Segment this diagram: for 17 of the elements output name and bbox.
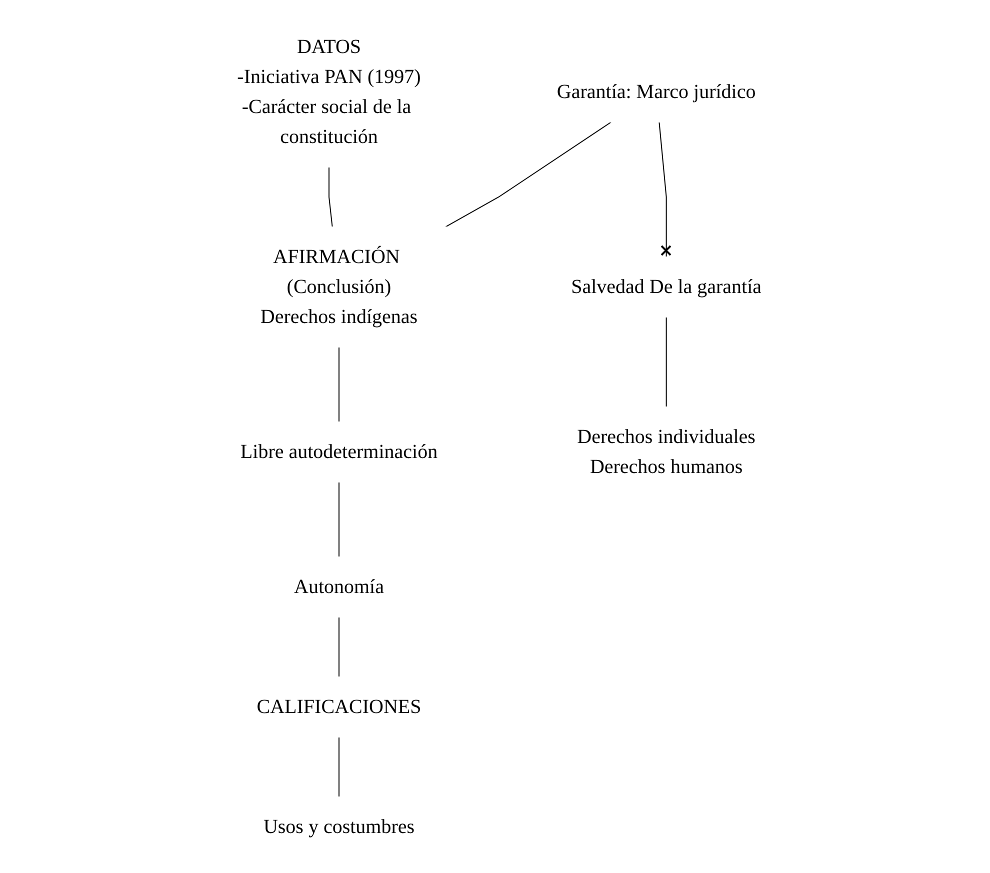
node-text: Garantía: Marco jurídico bbox=[556, 80, 756, 102]
node-text: Usos y costumbres bbox=[263, 815, 414, 838]
connector bbox=[328, 166, 333, 227]
connector bbox=[444, 121, 612, 227]
connector bbox=[338, 616, 340, 677]
connector bbox=[338, 481, 340, 557]
connector bbox=[666, 316, 667, 407]
connector bbox=[338, 736, 340, 797]
connector bbox=[338, 346, 340, 422]
node-text: CALIFICACIONES bbox=[256, 695, 421, 718]
node-text: Derechos individuales Derechos humanos bbox=[576, 425, 756, 478]
node-text: DATOS -Iniciativa PAN (1997) -Carácter social de la constitución bbox=[236, 36, 421, 148]
node-text: Libre autodeterminación bbox=[240, 440, 438, 462]
node-text: Salvedad De la garantía bbox=[570, 275, 762, 298]
connector bbox=[658, 121, 672, 257]
node-text: AFIRMACIÓN (Conclusión) Derechos indígenas bbox=[260, 245, 418, 328]
node-text: Autonomía bbox=[294, 575, 384, 598]
